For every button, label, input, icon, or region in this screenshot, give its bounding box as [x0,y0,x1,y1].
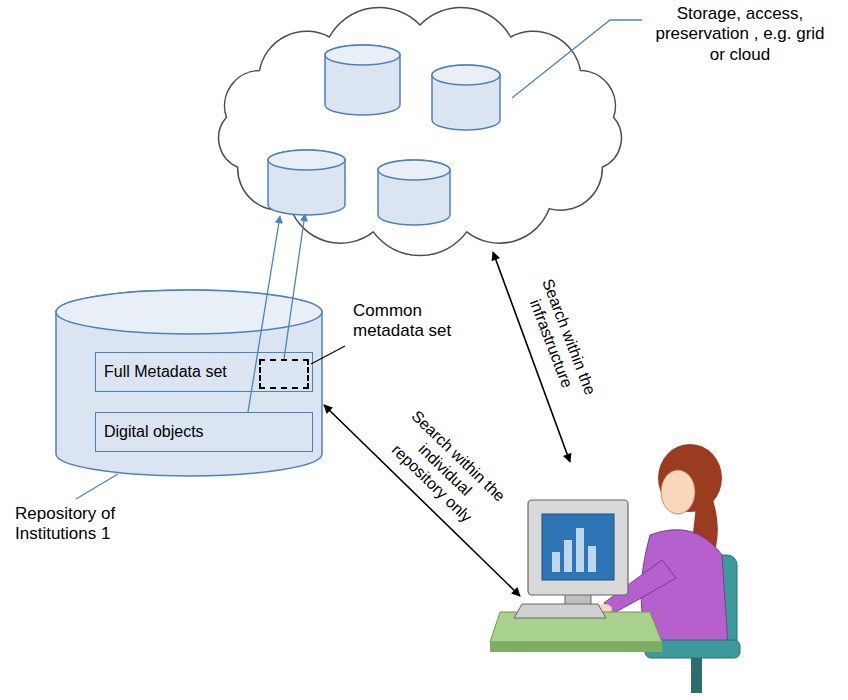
chair-stem [691,655,702,693]
storage-cylinders [268,45,500,225]
repository-cylinder: Common metadata set Full Metadata setDigi… [55,290,323,476]
arrow-label-holder: Search within the infrastructure [517,268,603,412]
box-label: Digital objects [96,422,204,441]
hand [596,604,612,614]
callout-label: Repository of Institutions 1 [15,504,165,545]
arm [604,560,676,614]
cloud-outline [219,8,622,256]
leader-line [76,474,118,499]
desk [490,612,662,642]
storage-cylinder-top [432,65,500,85]
common-metadata-box: Common metadata set [259,359,309,389]
cloud-outline [200,0,640,262]
text-holder: Digital objects [96,422,204,441]
storage-cylinder-top [268,150,345,170]
desk-edge [490,642,662,652]
hair [658,444,722,512]
callout-label: Common metadata set [353,301,468,342]
text-holder: Full Metadata set [96,362,227,381]
upload-arrow [248,216,280,412]
storage-cylinder [432,65,500,130]
user-at-computer [490,444,740,693]
arrow-label-holder: Search within the individual repository … [375,401,516,540]
repository-outline [56,290,322,476]
monitor-stand [565,594,591,610]
keyboard [514,604,606,618]
storage-cylinder [378,160,450,225]
storage-cloud: Storage, access, preservation , e.g. gri… [200,0,640,262]
text-holder: Storage, access, preservation , e.g. gri… [650,4,830,65]
sweater [641,530,728,645]
box-label: Full Metadata set [96,362,227,381]
storage-cylinder-top [325,45,400,65]
storage-cylinder [325,45,400,115]
upload-arrow [284,214,305,359]
monitor [528,500,628,595]
screen-bar [552,552,560,572]
screen [542,514,614,580]
storage-cylinder [268,150,345,215]
screen-bar [576,528,584,572]
arrow-label: Search within the infrastructure [517,268,603,412]
callout-label: Storage, access, preservation , e.g. gri… [650,4,830,65]
chair-back [705,555,737,650]
text-holder: Repository of Institutions 1 [15,504,165,545]
screen-bar [564,540,572,572]
face [661,470,695,514]
screen-bar [588,546,596,572]
text-holder: Common metadata set [353,301,468,342]
objects-box: Digital objects [95,412,313,452]
storage-cylinder-top [378,160,450,180]
hair [690,470,718,560]
metadata-box: Common metadata set Full Metadata set [95,352,313,392]
repository-outline-top [56,290,322,334]
arrow-label: Search within the individual repository … [375,401,516,540]
leader-line [311,346,345,364]
chair-seat [645,640,740,658]
leader-line [512,20,642,98]
